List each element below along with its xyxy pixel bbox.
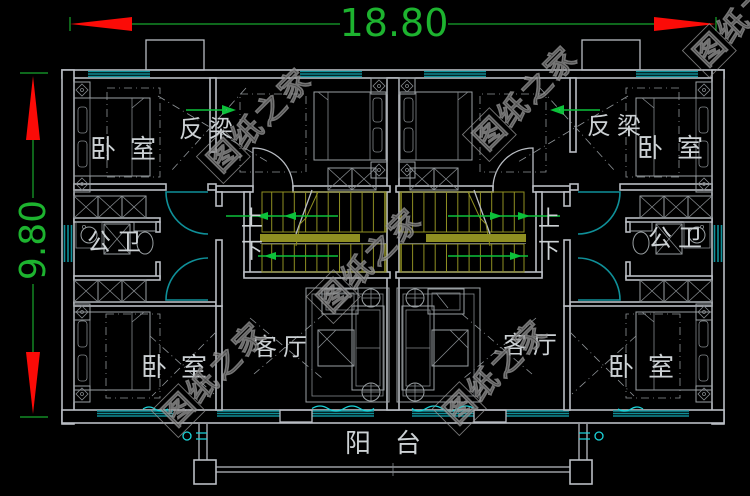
dimension-arrow-left xyxy=(70,17,132,31)
label-stair-up-right: 上 xyxy=(538,206,560,231)
balcony-railing xyxy=(216,463,570,476)
left-dimension: 9.80 xyxy=(13,72,54,418)
top-dimension: 18.80 xyxy=(69,1,717,45)
label-bath-left: 公卫 xyxy=(87,229,147,256)
label-bath-right: 公卫 xyxy=(648,225,708,252)
label-balcony: 阳台 xyxy=(345,428,445,458)
dimension-arrow-up xyxy=(26,76,40,140)
label-bedroom-top-left: 卧室 xyxy=(90,134,170,164)
label-bedroom-bottom-right: 卧室 xyxy=(608,352,688,382)
label-beam-right: 反梁 xyxy=(587,113,647,140)
height-dimension-label: 9.80 xyxy=(13,200,54,280)
label-bedroom-bottom-left: 卧室 xyxy=(141,352,221,382)
dimension-arrow-down xyxy=(26,352,40,414)
label-beam-left: 反梁 xyxy=(179,116,239,143)
label-stair-down-left: 下 xyxy=(241,238,263,263)
label-bedroom-top-right: 卧室 xyxy=(637,133,717,163)
dimension-arrow-right xyxy=(654,17,716,31)
label-stair-down-right: 下 xyxy=(538,238,560,263)
label-stair-up-left: 上 xyxy=(241,206,263,231)
label-living-right: 客厅 xyxy=(503,332,563,359)
wall-top xyxy=(61,69,725,79)
label-living-left: 客厅 xyxy=(253,334,313,361)
width-dimension-label: 18.80 xyxy=(340,1,449,45)
central-party-wall xyxy=(386,77,400,411)
